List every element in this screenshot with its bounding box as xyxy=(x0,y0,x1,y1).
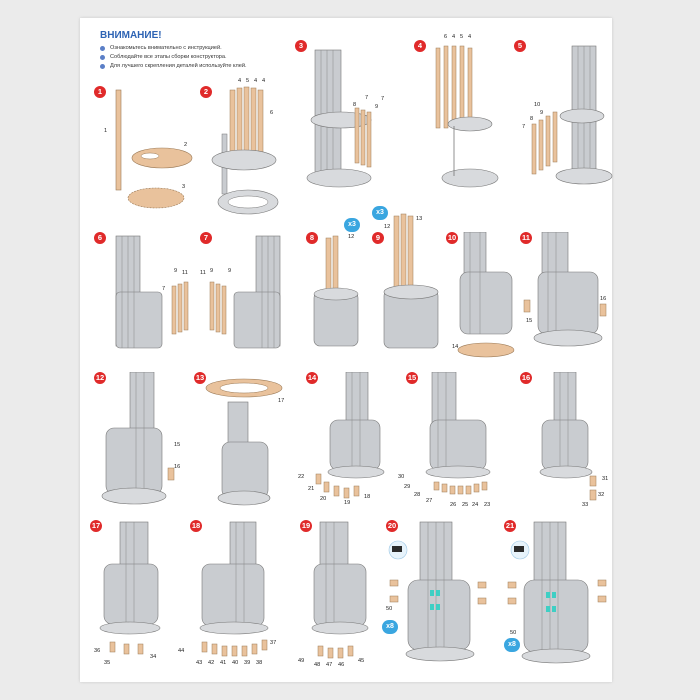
step-9: x3 9 12 13 xyxy=(372,206,472,349)
step-number: 5 xyxy=(514,40,526,52)
warning-item: Ознакомьтесь внимательно с инструкцией. xyxy=(100,45,300,52)
step-number: 10 xyxy=(446,232,458,244)
step-7: 7 11 9 9 xyxy=(200,232,300,370)
step-illustration xyxy=(523,232,607,347)
warning-block: ВНИМАНИЕ! Ознакомьтесь внимательно с инс… xyxy=(100,30,300,72)
step-18: 18 37 44 43 42 41 40 39 38 xyxy=(178,520,290,666)
step-illustration xyxy=(101,372,175,505)
step-19: 19 49 48 47 46 45 xyxy=(298,520,400,668)
multiplier-badge: x8 xyxy=(382,620,398,634)
step-number: 19 xyxy=(300,520,312,532)
step-4: 4 6 4 5 4 xyxy=(414,34,514,188)
step-number: 3 xyxy=(295,40,307,52)
step-illustration xyxy=(115,89,193,209)
step-12: 12 15 16 xyxy=(94,372,194,510)
step-number: 17 xyxy=(90,520,102,532)
warning-item: Соблюдайте все этапы сборки конструктора… xyxy=(100,54,300,61)
step-3: 3 7 8 9 7 xyxy=(295,40,395,188)
step-number: 1 xyxy=(94,86,106,98)
step-number: 6 xyxy=(94,232,106,244)
step-number: 9 xyxy=(372,232,384,244)
step-number: 14 xyxy=(306,372,318,384)
step-21: 21 x8 50 xyxy=(504,520,607,664)
step-15: 15 30 29 28 27 26 25 24 23 xyxy=(398,372,506,510)
step-illustration xyxy=(425,372,491,495)
step-6: 6 9 11 7 xyxy=(94,232,194,370)
step-5: 5 10 9 8 7 xyxy=(514,40,614,185)
bullet-icon xyxy=(100,46,105,51)
step-illustration xyxy=(435,45,499,188)
step-16: 16 31 32 33 xyxy=(520,372,620,510)
step-illustration xyxy=(115,235,189,349)
step-2: 2 6 4 5 4 4 xyxy=(200,78,300,224)
step-illustration xyxy=(507,521,607,664)
step-number: 18 xyxy=(190,520,202,532)
step-number: 15 xyxy=(406,372,418,384)
step-illustration xyxy=(383,213,439,349)
step-20: 20 x8 50 xyxy=(382,520,487,662)
warning-item: Для лучшего скрепления деталей используй… xyxy=(100,63,300,70)
step-number: 16 xyxy=(520,372,532,384)
step-illustration xyxy=(539,372,597,501)
step-illustration xyxy=(388,521,487,662)
step-number: 4 xyxy=(414,40,426,52)
step-illustration xyxy=(315,372,385,499)
step-illustration xyxy=(457,232,515,358)
step-1: 1 1 2 3 xyxy=(94,86,194,224)
warning-title: ВНИМАНИЕ! xyxy=(100,30,162,41)
step-number: 11 xyxy=(520,232,532,244)
step-number: 2 xyxy=(200,86,212,98)
step-10: 10 14 xyxy=(446,232,546,370)
multiplier-badge: x8 xyxy=(504,638,520,652)
step-illustration xyxy=(531,45,613,185)
step-number: 12 xyxy=(94,372,106,384)
multiplier-badge: x3 xyxy=(372,206,388,220)
step-number: 21 xyxy=(504,520,516,532)
step-8: 8 x3 12 xyxy=(306,218,406,356)
step-number: 8 xyxy=(306,232,318,244)
step-number: 13 xyxy=(194,372,206,384)
step-illustration xyxy=(311,521,369,659)
step-14: 14 22 21 20 19 18 xyxy=(298,372,406,510)
step-17: 17 36 35 34 xyxy=(90,520,190,666)
step-illustration xyxy=(205,378,283,506)
step-illustration xyxy=(199,521,269,657)
step-illustration xyxy=(209,235,281,349)
step-illustration xyxy=(306,49,372,188)
step-number: 20 xyxy=(386,520,398,532)
step-illustration xyxy=(313,235,359,347)
bullet-icon xyxy=(100,55,105,60)
step-illustration xyxy=(211,86,279,215)
step-illustration xyxy=(99,521,161,655)
bullet-icon xyxy=(100,64,105,69)
multiplier-badge: x3 xyxy=(344,218,360,232)
step-11: 11 16 15 xyxy=(520,232,620,370)
step-13: 13 17 xyxy=(194,372,294,510)
step-number: 7 xyxy=(200,232,212,244)
